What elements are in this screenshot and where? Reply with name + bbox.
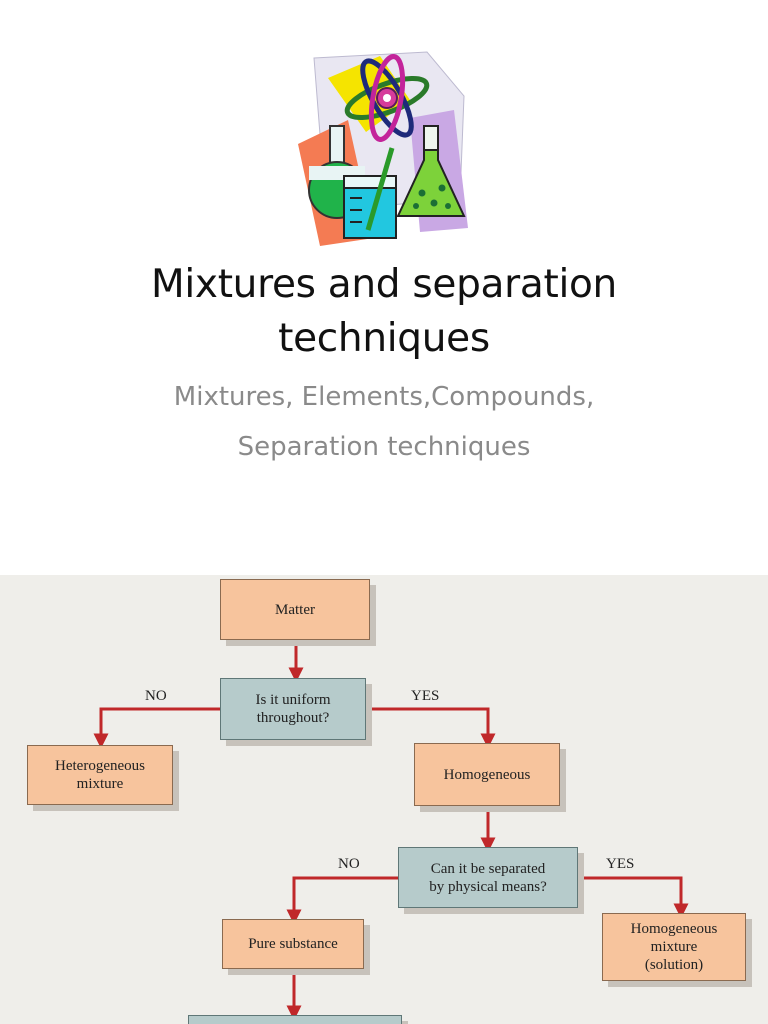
flowchart-slide: Matter Is it uniform throughout? NO YES … [0, 575, 768, 1024]
node-pure-label: Pure substance [248, 936, 338, 952]
node-next-partial [188, 1015, 402, 1024]
arrow-yes-homogeneous [366, 707, 496, 749]
node-solution-label: Homogeneous mixture (solution) [630, 921, 718, 973]
slide-title: Mixtures and separation techniques [151, 262, 617, 361]
node-pure-substance: Pure substance [222, 919, 364, 969]
arrow-yes-solution [578, 876, 689, 919]
node-solution: Homogeneous mixture (solution) [602, 913, 746, 981]
label-yes-1: YES [411, 688, 440, 704]
label-no-1: NO [145, 688, 167, 704]
node-uniform-label: Is it uniform throughout? [255, 692, 331, 726]
node-matter-label: Matter [275, 601, 315, 618]
flowchart-connectors [93, 640, 689, 1021]
node-separated-label: Can it be separated by physical means? [429, 860, 547, 895]
node-heterogeneous: Heterogeneous mixture [27, 745, 173, 805]
arrow-no-pure [286, 876, 398, 925]
title-slide: Mixtures and separation techniques Mixtu… [151, 51, 618, 462]
label-no-2: NO [338, 856, 360, 872]
label-yes-2: YES [606, 856, 635, 872]
node-matter: Matter [220, 579, 370, 640]
node-uniform-question: Is it uniform throughout? [220, 678, 366, 740]
node-homogeneous-label: Homogeneous [443, 766, 531, 783]
node-heterogeneous-label: Heterogeneous mixture [55, 758, 145, 792]
slide-subtitle: Mixtures, Elements,Compounds, Separation… [173, 382, 595, 462]
arrow-no-heterogeneous [93, 707, 220, 749]
node-homogeneous: Homogeneous [414, 743, 560, 806]
node-separated-question: Can it be separated by physical means? [398, 847, 578, 908]
chemistry-lab-clipart-icon [298, 51, 468, 246]
